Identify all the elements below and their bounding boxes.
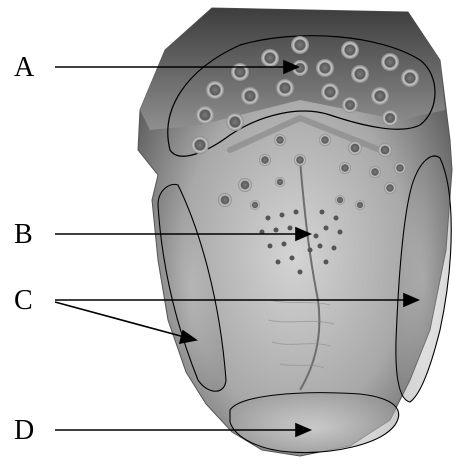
- label-d: D: [14, 417, 34, 445]
- label-b: B: [14, 221, 33, 249]
- region-d-outline: [230, 393, 399, 453]
- label-a: A: [14, 54, 34, 82]
- label-c: C: [14, 287, 33, 315]
